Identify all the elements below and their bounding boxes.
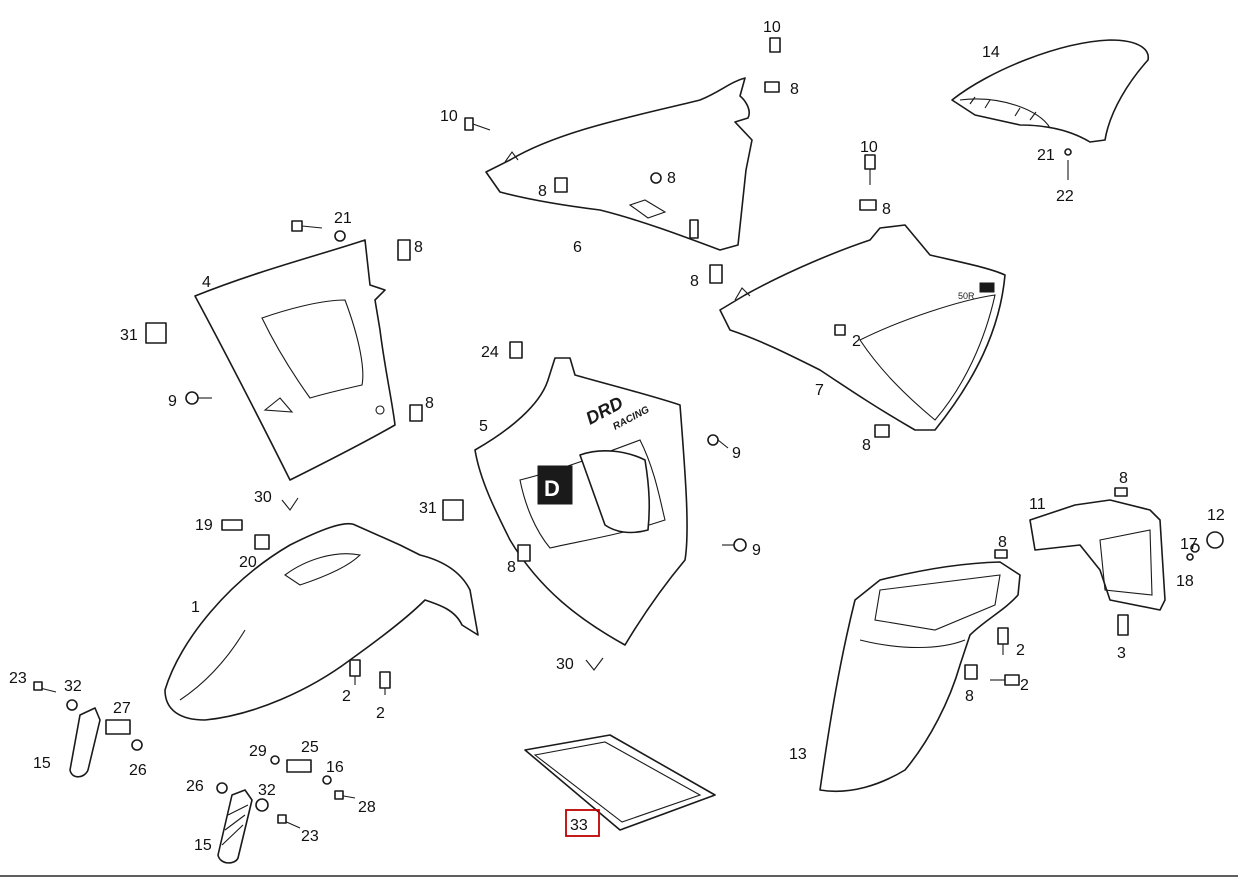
label-8: 8	[790, 81, 799, 98]
part-15-footrest-right	[217, 789, 253, 864]
label-8: 8	[998, 534, 1007, 551]
label-25: 25	[301, 739, 319, 756]
label-11: 11	[1029, 496, 1046, 513]
label-27: 27	[113, 700, 131, 717]
label-14: 14	[982, 44, 1000, 61]
part-5-shroud-front: D DRD RACING	[474, 357, 688, 646]
label-10: 10	[440, 108, 458, 125]
label-8: 8	[414, 239, 423, 256]
label-8: 8	[882, 201, 891, 218]
label-23: 23	[9, 670, 27, 687]
label-2: 2	[342, 688, 351, 705]
label-4: 4	[202, 274, 211, 291]
label-8: 8	[425, 395, 434, 412]
label-8: 8	[507, 559, 516, 576]
label-31: 31	[419, 500, 437, 517]
decal-letter: D	[544, 476, 560, 501]
label-10: 10	[860, 139, 878, 156]
label-21: 21	[334, 210, 352, 227]
label-26: 26	[129, 762, 147, 779]
label-3: 3	[1117, 645, 1126, 662]
part-13-rear-fender	[819, 561, 1021, 793]
part-33-decal-sheet	[524, 734, 716, 831]
hardware-items	[33, 37, 1224, 829]
label-17: 17	[1180, 536, 1198, 553]
part-7-side-panel: 50R	[719, 224, 1006, 431]
label-1: 1	[191, 599, 200, 616]
part-14-seat-cowl	[951, 39, 1149, 143]
label-8: 8	[965, 688, 974, 705]
label-33-highlighted[interactable]: 33	[570, 817, 588, 834]
label-30: 30	[556, 656, 574, 673]
part-15-footrest-left	[69, 707, 101, 778]
label-31: 31	[120, 327, 138, 344]
label-8: 8	[667, 170, 676, 187]
label-9: 9	[168, 393, 177, 410]
label-8: 8	[538, 183, 547, 200]
label-15: 15	[33, 755, 51, 772]
label-7: 7	[815, 382, 824, 399]
label-21: 21	[1037, 147, 1055, 164]
label-2: 2	[1016, 642, 1025, 659]
label-13: 13	[789, 746, 807, 763]
label-26: 26	[186, 778, 204, 795]
model-badge: 50R	[958, 291, 975, 301]
label-10: 10	[763, 19, 781, 36]
label-8: 8	[862, 437, 871, 454]
label-16: 16	[326, 759, 344, 776]
label-2: 2	[852, 333, 861, 350]
label-32: 32	[258, 782, 276, 799]
part-1-front-fender	[164, 522, 479, 721]
label-22: 22	[1056, 188, 1074, 205]
label-30: 30	[254, 489, 272, 506]
highlight-box-33	[565, 809, 600, 837]
label-8: 8	[1119, 470, 1128, 487]
label-32: 32	[64, 678, 82, 695]
label-9: 9	[752, 542, 761, 559]
label-23: 23	[301, 828, 319, 845]
label-2: 2	[376, 705, 385, 722]
label-20: 20	[239, 554, 257, 571]
label-2: 2	[1020, 677, 1029, 694]
label-8: 8	[690, 273, 699, 290]
part-6-side-panel	[485, 77, 753, 251]
label-15: 15	[194, 837, 212, 854]
label-19: 19	[195, 517, 213, 534]
label-6: 6	[573, 239, 582, 256]
callout-labels: 10 8 14 10 6 8 8 10 8 21 22 21 8 4 8 31 …	[9, 19, 1225, 854]
label-5: 5	[479, 418, 488, 435]
label-29: 29	[249, 743, 267, 760]
label-9: 9	[732, 445, 741, 462]
label-12: 12	[1207, 507, 1225, 524]
part-11-plate-bracket	[1029, 499, 1166, 611]
label-18: 18	[1176, 573, 1194, 590]
label-28: 28	[358, 799, 376, 816]
label-24: 24	[481, 344, 499, 361]
part-4-shroud-left	[194, 239, 396, 481]
